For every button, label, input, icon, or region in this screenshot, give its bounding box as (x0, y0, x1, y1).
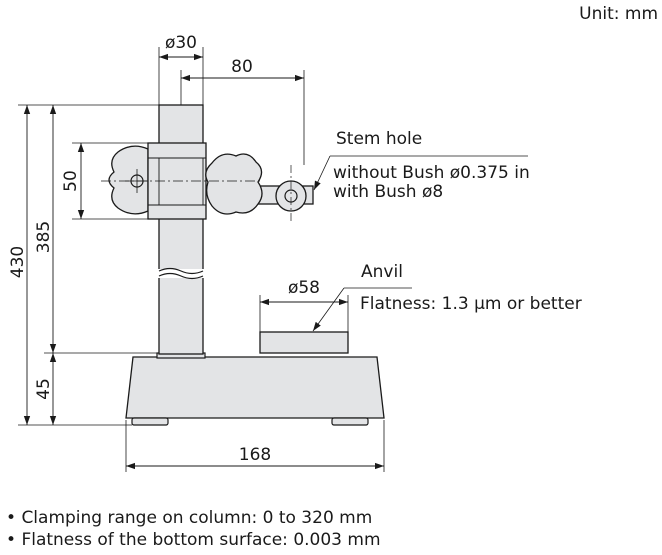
dim-column-diameter: ø30 (165, 33, 197, 53)
note-bottom-flatness: • Flatness of the bottom surface: 0.003 … (6, 530, 381, 550)
base-foot-right (331, 417, 369, 426)
dim-overall-height: 430 (8, 246, 28, 278)
anvil-flatness: Flatness: 1.3 µm or better (360, 294, 582, 314)
note-bottom-flatness-text: Flatness of the bottom surface: 0.003 mm (21, 530, 381, 550)
dim-anvil-diameter: ø58 (288, 278, 320, 298)
dim-base-width: 168 (239, 445, 271, 465)
clamp-knob-left (108, 145, 149, 215)
stem-hole-without-bush: without Bush ø0.375 in (333, 163, 530, 183)
note-clamping-range: • Clamping range on column: 0 to 320 mm (6, 508, 373, 528)
base-foot-left (131, 417, 169, 426)
note-clamping-range-text: Clamping range on column: 0 to 320 mm (21, 508, 373, 528)
dim-column-height: 385 (34, 221, 54, 253)
dim-clamp-height: 50 (61, 170, 81, 192)
unit-label: Unit: mm (579, 4, 658, 24)
dim-arm-reach: 80 (231, 57, 253, 77)
stem-hole-with-bush: with Bush ø8 (333, 182, 443, 202)
anvil-title: Anvil (361, 262, 403, 282)
column-lower (158, 275, 204, 355)
base-body (125, 356, 385, 419)
stem-hole-title: Stem hole (336, 129, 422, 149)
anvil (259, 331, 349, 354)
dim-base-height: 45 (34, 378, 54, 400)
clamp-knob-right (205, 153, 263, 215)
